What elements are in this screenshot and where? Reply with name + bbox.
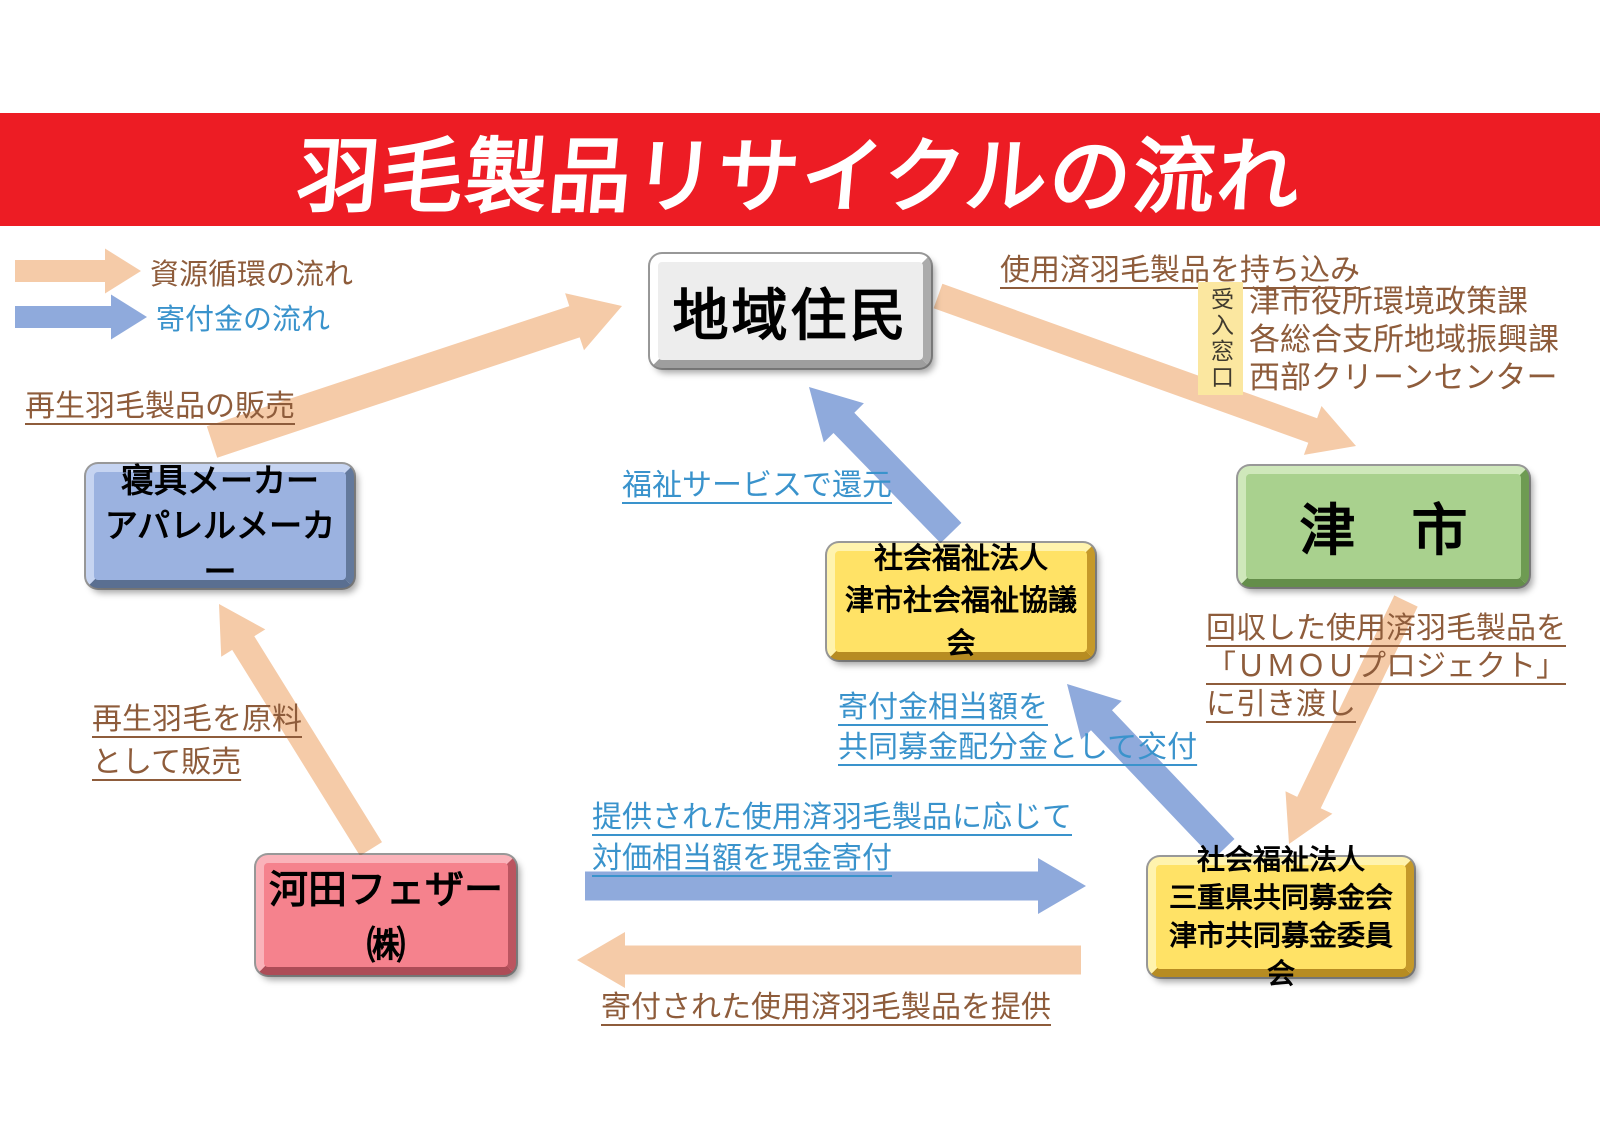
resource-arrow-legend [15, 248, 141, 294]
label-recycled-sales: 再生羽毛製品の販売 [25, 390, 295, 423]
reception-window-tag: 受入窓口 [1198, 282, 1243, 395]
label-handover: 回収した使用済羽毛製品を 「ＵＭＯＵプロジェクト」 に引き渡し [1206, 612, 1566, 721]
resource-arrow-kawada-to-makers [219, 604, 382, 856]
label-welfare-return: 福祉サービスで還元 [622, 469, 892, 502]
label-reception-list: 津市役所環境政策課 各総合支所地域振興課 西部クリーンセンター [1249, 284, 1559, 395]
donation-arrow-chest-to-council [1067, 684, 1235, 859]
node-community-chest: 社会福祉法人 三重県共同募金会 津市共同募金委員会 [1148, 844, 1414, 989]
node-makers: 寝具メーカー アパレルメーカー [86, 462, 354, 590]
donation-arrow-kawada-to-chest [585, 858, 1086, 914]
label-raw-material: 再生羽毛を原料 として販売 [92, 703, 302, 779]
resource-arrow-city-to-chest [1285, 595, 1418, 844]
label-grant: 寄付金相当額を 共同募金配分金として交付 [838, 691, 1198, 764]
donation-arrow-legend [15, 294, 147, 340]
label-cash-donation: 提供された使用済羽毛製品に応じて 対価相当額を現金寄付 [592, 801, 1072, 875]
resource-arrow-makers-to-residents [206, 293, 623, 458]
title-banner: 羽毛製品リサイクルの流れ [0, 113, 1600, 226]
label-provide: 寄付された使用済羽毛製品を提供 [601, 991, 1051, 1024]
page-title: 羽毛製品リサイクルの流れ [293, 132, 1306, 223]
node-residents: 地域住民 [650, 254, 931, 368]
donation-arrow-council-to-residents [809, 387, 962, 544]
resource-arrow-chest-to-kawada [577, 932, 1081, 988]
node-kawada-feather: 河田フェザー㈱ [256, 855, 516, 975]
legend-donation-label: 寄付金の流れ [156, 304, 331, 336]
resource-arrow-residents-to-city [933, 283, 1356, 455]
node-city: 津 市 [1238, 466, 1529, 587]
legend-resource-label: 資源循環の流れ [150, 259, 354, 291]
label-bring-in: 使用済羽毛製品を持ち込み [1000, 254, 1360, 287]
node-welfare-council: 社会福祉法人 津市社会福祉協議会 [827, 543, 1095, 660]
